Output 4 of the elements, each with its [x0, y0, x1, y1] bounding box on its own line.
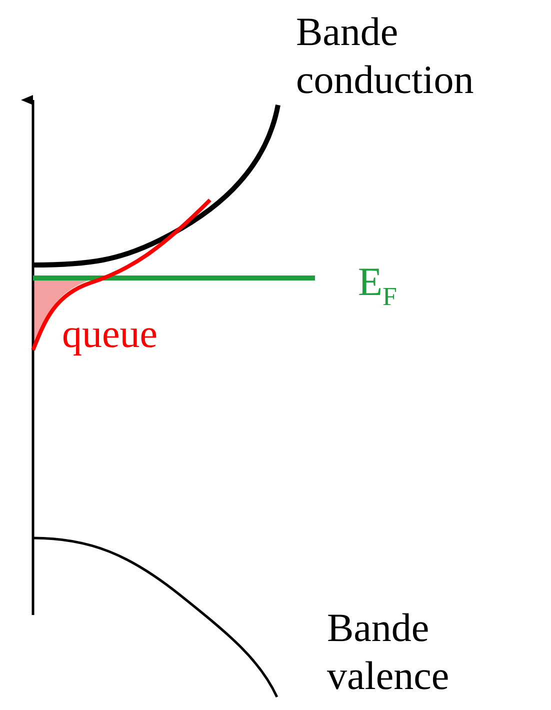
- band-label: Bande valence: [327, 604, 450, 700]
- band-tail-label: queue: [62, 310, 159, 358]
- fermi-level-label: E$_{F}$: [358, 258, 398, 306]
- band-label: Bande conduction: [296, 8, 475, 104]
